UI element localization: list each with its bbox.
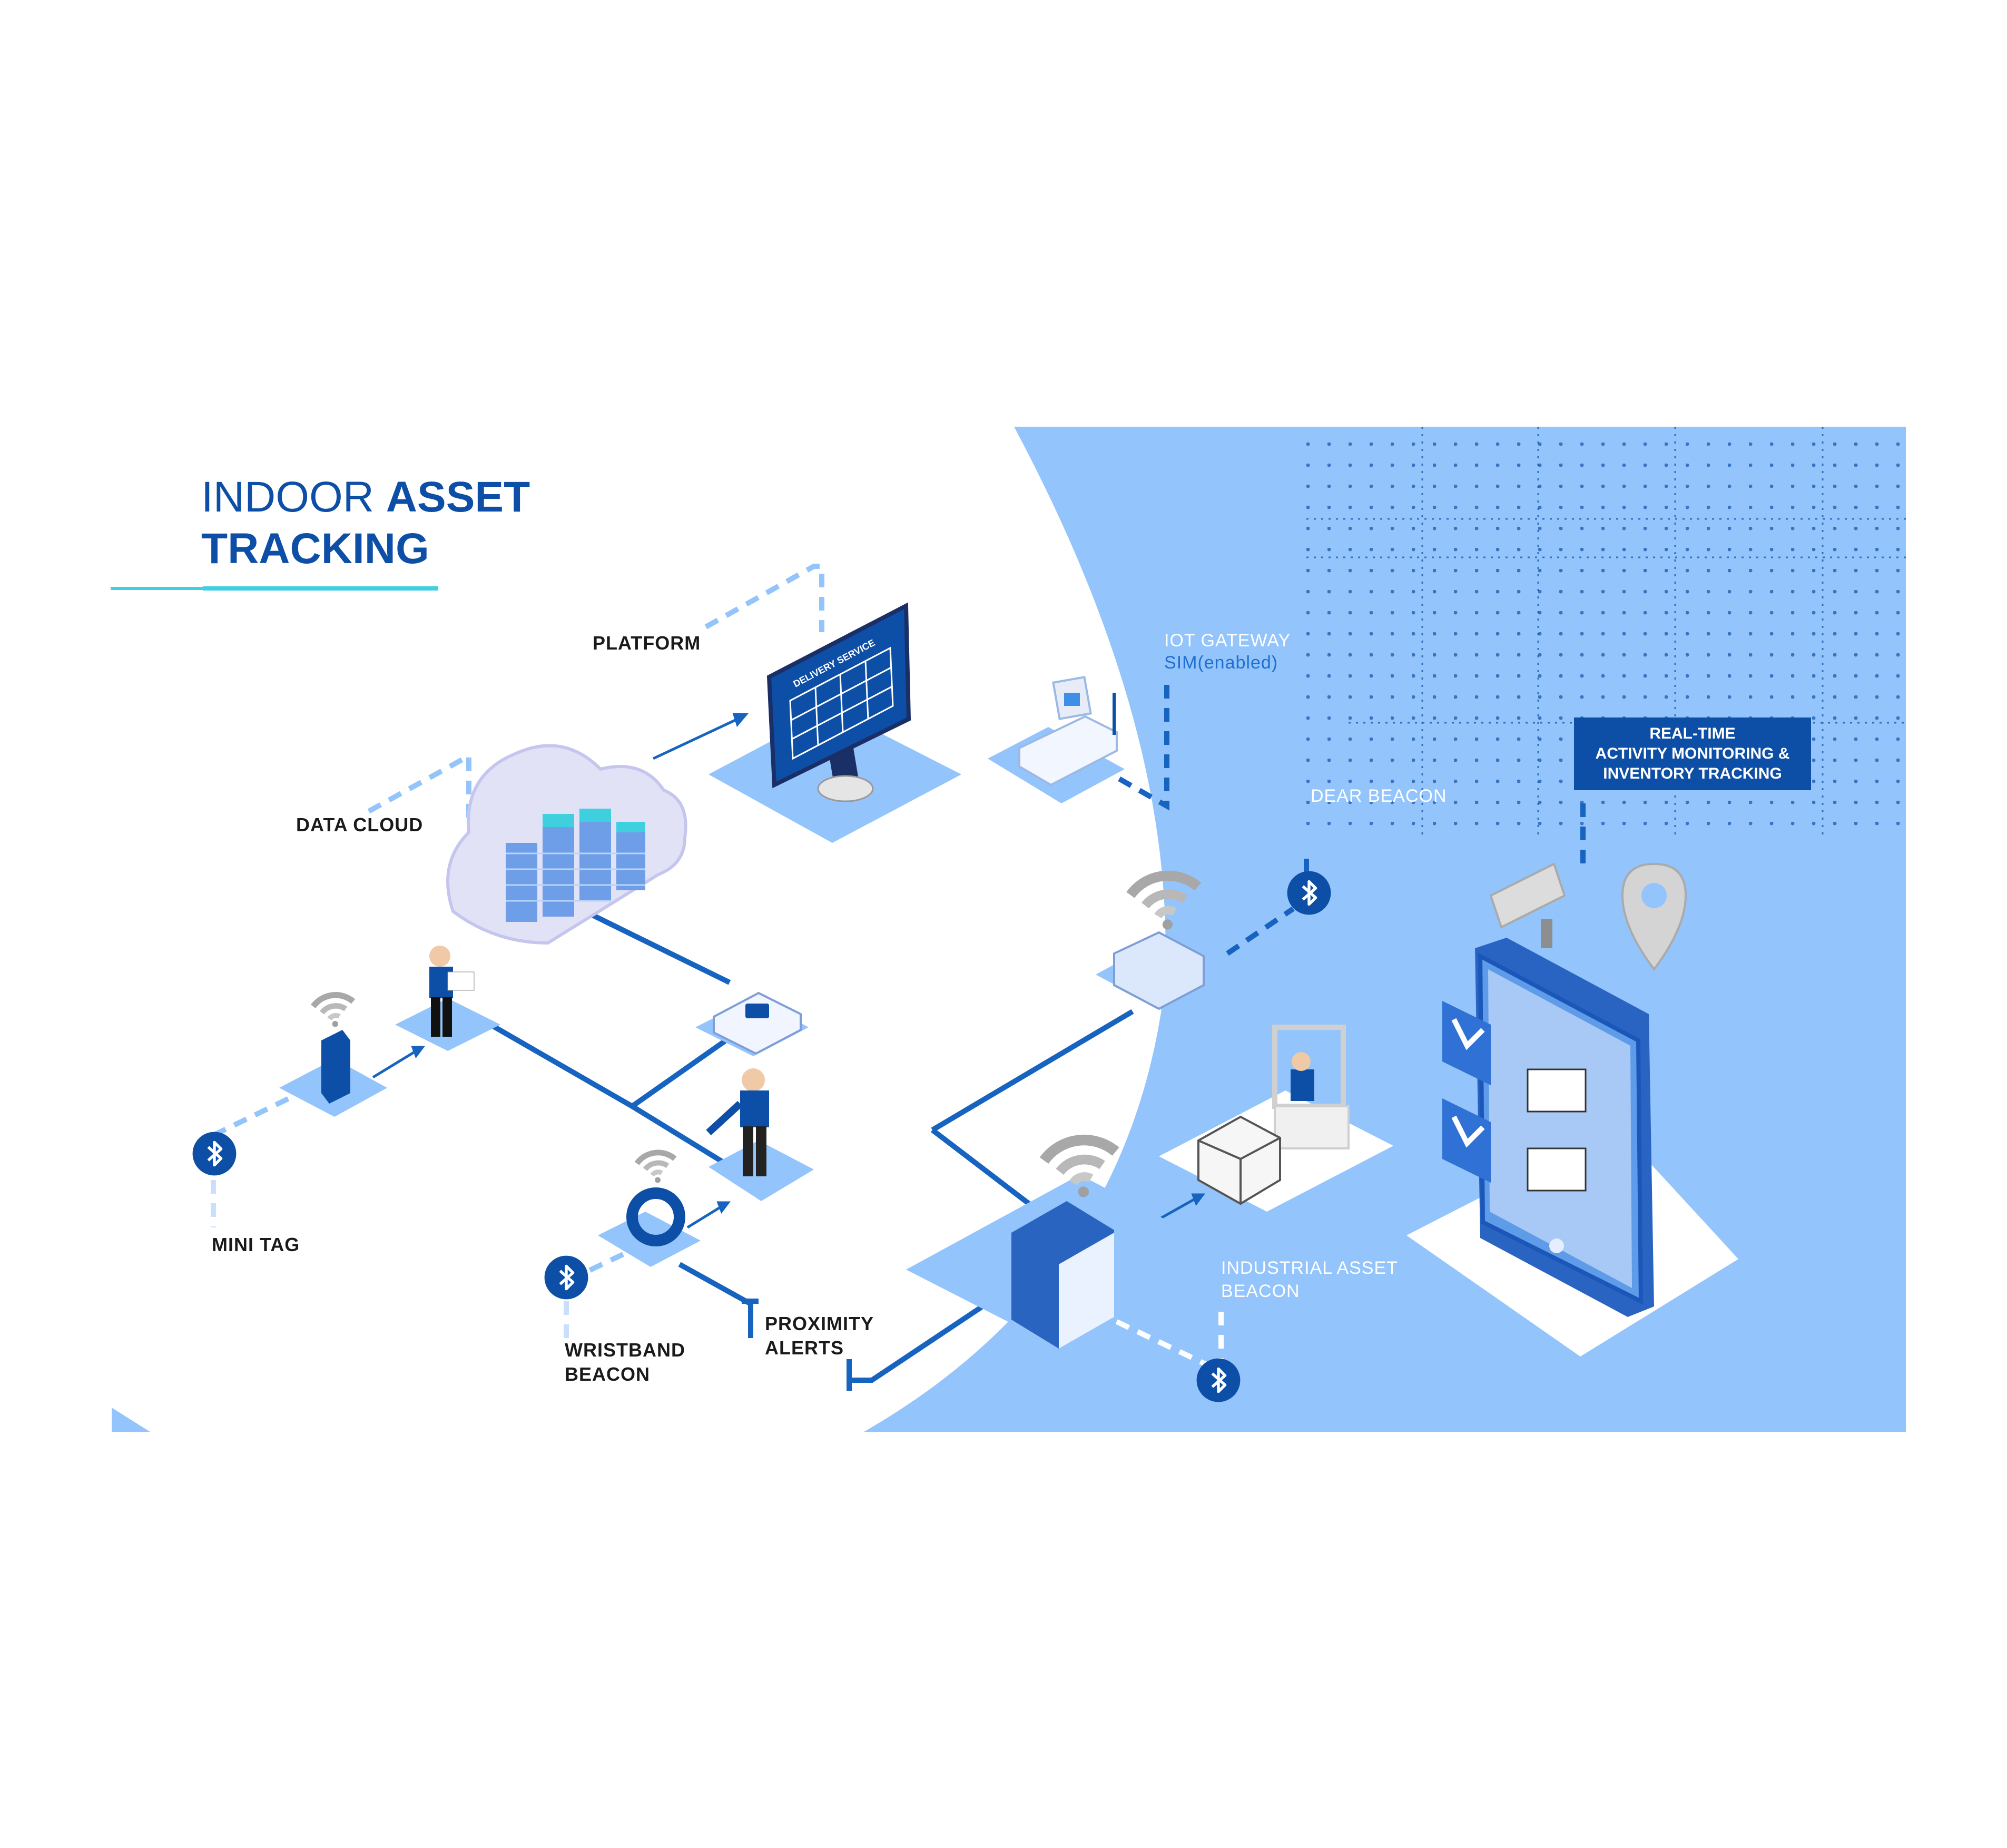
router-illustration xyxy=(1018,676,1118,787)
bluetooth-icon-industrial xyxy=(1197,1359,1241,1402)
label-industrial-asset-beacon: INDUSTRIAL ASSET BEACON xyxy=(1221,1256,1398,1303)
label-iot-line2: SIM(enabled) xyxy=(1164,653,1278,673)
camera-icon xyxy=(1489,862,1566,948)
label-iot-gateway: IOT GATEWAY SIM(enabled) xyxy=(1164,630,1291,674)
bluetooth-icon-wristband xyxy=(545,1256,588,1300)
label-industrial-line2: BEACON xyxy=(1221,1281,1300,1301)
label-mini-tag: MINI TAG xyxy=(212,1234,300,1255)
label-proximity-alerts: PROXIMITY ALERTS xyxy=(765,1312,874,1360)
mini-tag-device xyxy=(313,995,353,1104)
hub-illustration xyxy=(713,991,802,1055)
realtime-monitoring-box: REAL-TIME ACTIVITY MONITORING & INVENTOR… xyxy=(1574,717,1811,790)
tablet-illustration xyxy=(1442,938,1654,1317)
dashed-connectors-pale xyxy=(211,1180,569,1341)
arrows xyxy=(372,713,1205,1229)
cloud-illustration xyxy=(446,744,687,945)
corner-triangle xyxy=(112,1408,150,1432)
bluetooth-icon-dear xyxy=(1287,871,1331,915)
label-data-cloud: DATA CLOUD xyxy=(296,814,424,835)
location-pin-icon xyxy=(1621,862,1687,971)
realtime-line2: ACTIVITY MONITORING & xyxy=(1595,745,1790,762)
gateway-device-1 xyxy=(1113,876,1205,1010)
label-iot-line1: IOT GATEWAY xyxy=(1164,631,1291,651)
server-rack xyxy=(1011,1140,1116,1349)
realtime-line3: INVENTORY TRACKING xyxy=(1603,765,1782,782)
boxes-illustration xyxy=(1197,1115,1281,1205)
realtime-line1: REAL-TIME xyxy=(1649,725,1736,742)
label-proximity-line1: PROXIMITY xyxy=(765,1313,874,1334)
title-bold-2: TRACKING xyxy=(201,525,429,573)
label-proximity-line2: ALERTS xyxy=(765,1337,844,1359)
worker-2 xyxy=(706,1068,769,1176)
title-bold-1: ASSET xyxy=(386,473,530,521)
label-platform: PLATFORM xyxy=(593,632,701,654)
wristband-device xyxy=(626,1153,685,1246)
worker-1 xyxy=(429,946,475,1037)
dashed-connectors-white xyxy=(1094,1309,1224,1367)
page-title: INDOOR ASSET TRACKING xyxy=(201,471,530,575)
label-wristband-beacon: WRISTBAND BEACON xyxy=(565,1338,685,1387)
label-wristband-line2: BEACON xyxy=(565,1363,651,1385)
label-wristband-line1: WRISTBAND xyxy=(565,1339,685,1361)
bluetooth-icon-mini-tag xyxy=(193,1132,237,1176)
title-light: INDOOR xyxy=(201,473,386,521)
label-dear-beacon: DEAR BEACON xyxy=(1311,786,1447,806)
label-industrial-line1: INDUSTRIAL ASSET xyxy=(1221,1258,1398,1278)
monitor-illustration: DELIVERY SERVICE xyxy=(766,602,911,802)
